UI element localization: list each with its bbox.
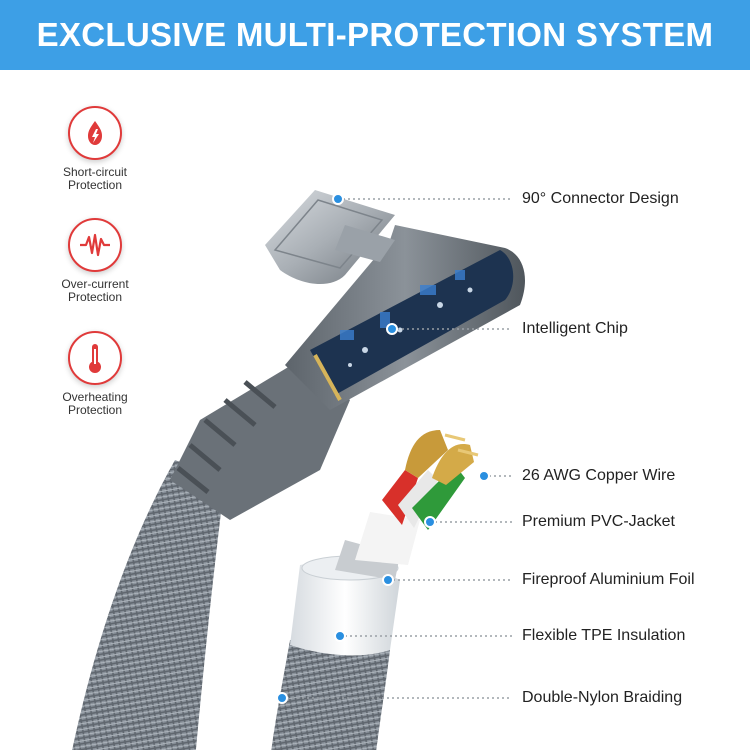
callout-aluminium-foil: Fireproof Aluminium Foil xyxy=(522,571,695,588)
callout-pvc-jacket: Premium PVC-Jacket xyxy=(522,513,675,530)
callout-copper-wire: 26 AWG Copper Wire xyxy=(522,467,676,484)
callout-dots xyxy=(276,193,490,704)
callout-connector-design: 90° Connector Design xyxy=(522,190,679,207)
protection-label-line1: Over-current xyxy=(61,277,129,291)
left-braided-cable xyxy=(72,360,350,750)
protection-label-line1: Overheating xyxy=(62,390,128,404)
protection-label-line2: Protection xyxy=(67,403,123,417)
header-banner: EXCLUSIVE MULTI-PROTECTION SYSTEM xyxy=(0,0,750,70)
connector-housing xyxy=(285,225,525,410)
callout-intelligent-chip: Intelligent Chip xyxy=(522,320,628,337)
protection-label-line1: Short-circuit xyxy=(62,165,127,179)
protection-over-current: Over-current Protection xyxy=(40,218,150,304)
protection-overheating: Overheating Protection xyxy=(40,331,150,417)
callout-leader-lines xyxy=(282,198,512,699)
protection-label-line2: Protection xyxy=(67,178,123,192)
protection-label-line2: Protection xyxy=(67,290,123,304)
thermometer-icon xyxy=(68,331,122,385)
usb-c-connector xyxy=(265,190,395,285)
protection-short-circuit: Short-circuit Protection xyxy=(40,106,150,192)
banner-title: EXCLUSIVE MULTI-PROTECTION SYSTEM xyxy=(36,16,714,53)
short-circuit-icon xyxy=(68,106,122,160)
callout-nylon-braiding: Double-Nylon Braiding xyxy=(522,689,683,706)
right-cutaway-cable xyxy=(271,430,479,750)
over-current-icon xyxy=(68,218,122,272)
callout-tpe-insulation: Flexible TPE Insulation xyxy=(522,627,686,644)
